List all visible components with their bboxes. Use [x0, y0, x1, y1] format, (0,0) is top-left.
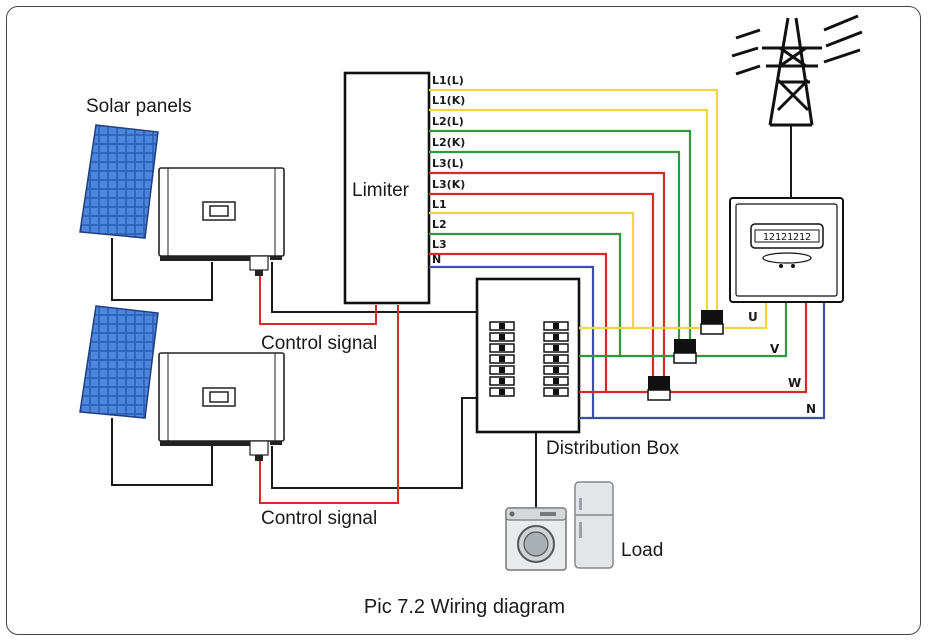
control-signal-wires: [259, 276, 399, 504]
terminal-label: L1(K): [432, 94, 466, 107]
terminal-label: L3(L): [432, 157, 464, 170]
control-signal-label: Control signal: [261, 508, 378, 529]
inverter-icon: [158, 352, 285, 461]
solar-panels-label: Solar panels: [86, 96, 192, 117]
power-wires: [111, 238, 537, 508]
energy-meter-icon: [729, 197, 844, 303]
phase-label: V: [770, 342, 780, 356]
limiter-box: [343, 71, 431, 305]
breaker-toggle: [499, 323, 505, 329]
solar-panel-icon: [79, 305, 159, 419]
terminal-label: L2: [432, 218, 447, 231]
breaker-toggle: [553, 378, 559, 384]
terminal-label: N: [432, 253, 442, 266]
terminal-label: L1: [432, 198, 447, 211]
breaker-toggle: [553, 323, 559, 329]
terminal-label: L2(K): [432, 136, 466, 149]
breaker-toggle: [499, 367, 505, 373]
breaker-toggle: [499, 334, 505, 340]
current-transformer-icon: [700, 310, 724, 335]
load-label: Load: [621, 540, 664, 561]
phase-label: W: [788, 376, 802, 390]
breaker-toggle: [499, 345, 505, 351]
breaker-toggle: [499, 389, 505, 395]
breaker-toggle: [499, 356, 505, 362]
phase-label: U: [748, 310, 758, 324]
caption: Pic 7.2 Wiring diagram: [363, 596, 566, 618]
diagram-frame: [6, 6, 921, 635]
terminal-label: L3(K): [432, 178, 466, 191]
breaker-toggle: [553, 345, 559, 351]
breaker-toggle: [553, 356, 559, 362]
solar-panel-icon: [79, 124, 159, 239]
control-signal-label: Control signal: [261, 333, 378, 354]
breaker-toggle: [553, 334, 559, 340]
inverter-icon: [158, 167, 285, 276]
breaker-toggle: [553, 367, 559, 373]
terminal-label: L3: [432, 238, 447, 251]
distribution-box-label: Distribution Box: [546, 438, 680, 459]
limiter-label: Limiter: [352, 180, 410, 201]
current-transformer-icon: [647, 376, 671, 401]
terminal-label: L1(L): [432, 74, 464, 87]
breaker-toggle: [553, 389, 559, 395]
terminal-label: L2(L): [432, 115, 464, 128]
phase-wires: [429, 88, 826, 420]
current-transformer-icon: [673, 339, 697, 364]
breaker-toggle: [499, 378, 505, 384]
refrigerator-icon: [574, 481, 614, 569]
distribution-box: [475, 277, 581, 434]
meter-reading: 12121212: [763, 232, 811, 243]
phase-label: N: [806, 402, 817, 416]
washing-machine-icon: [505, 507, 567, 571]
transmission-tower-icon: [731, 14, 863, 127]
